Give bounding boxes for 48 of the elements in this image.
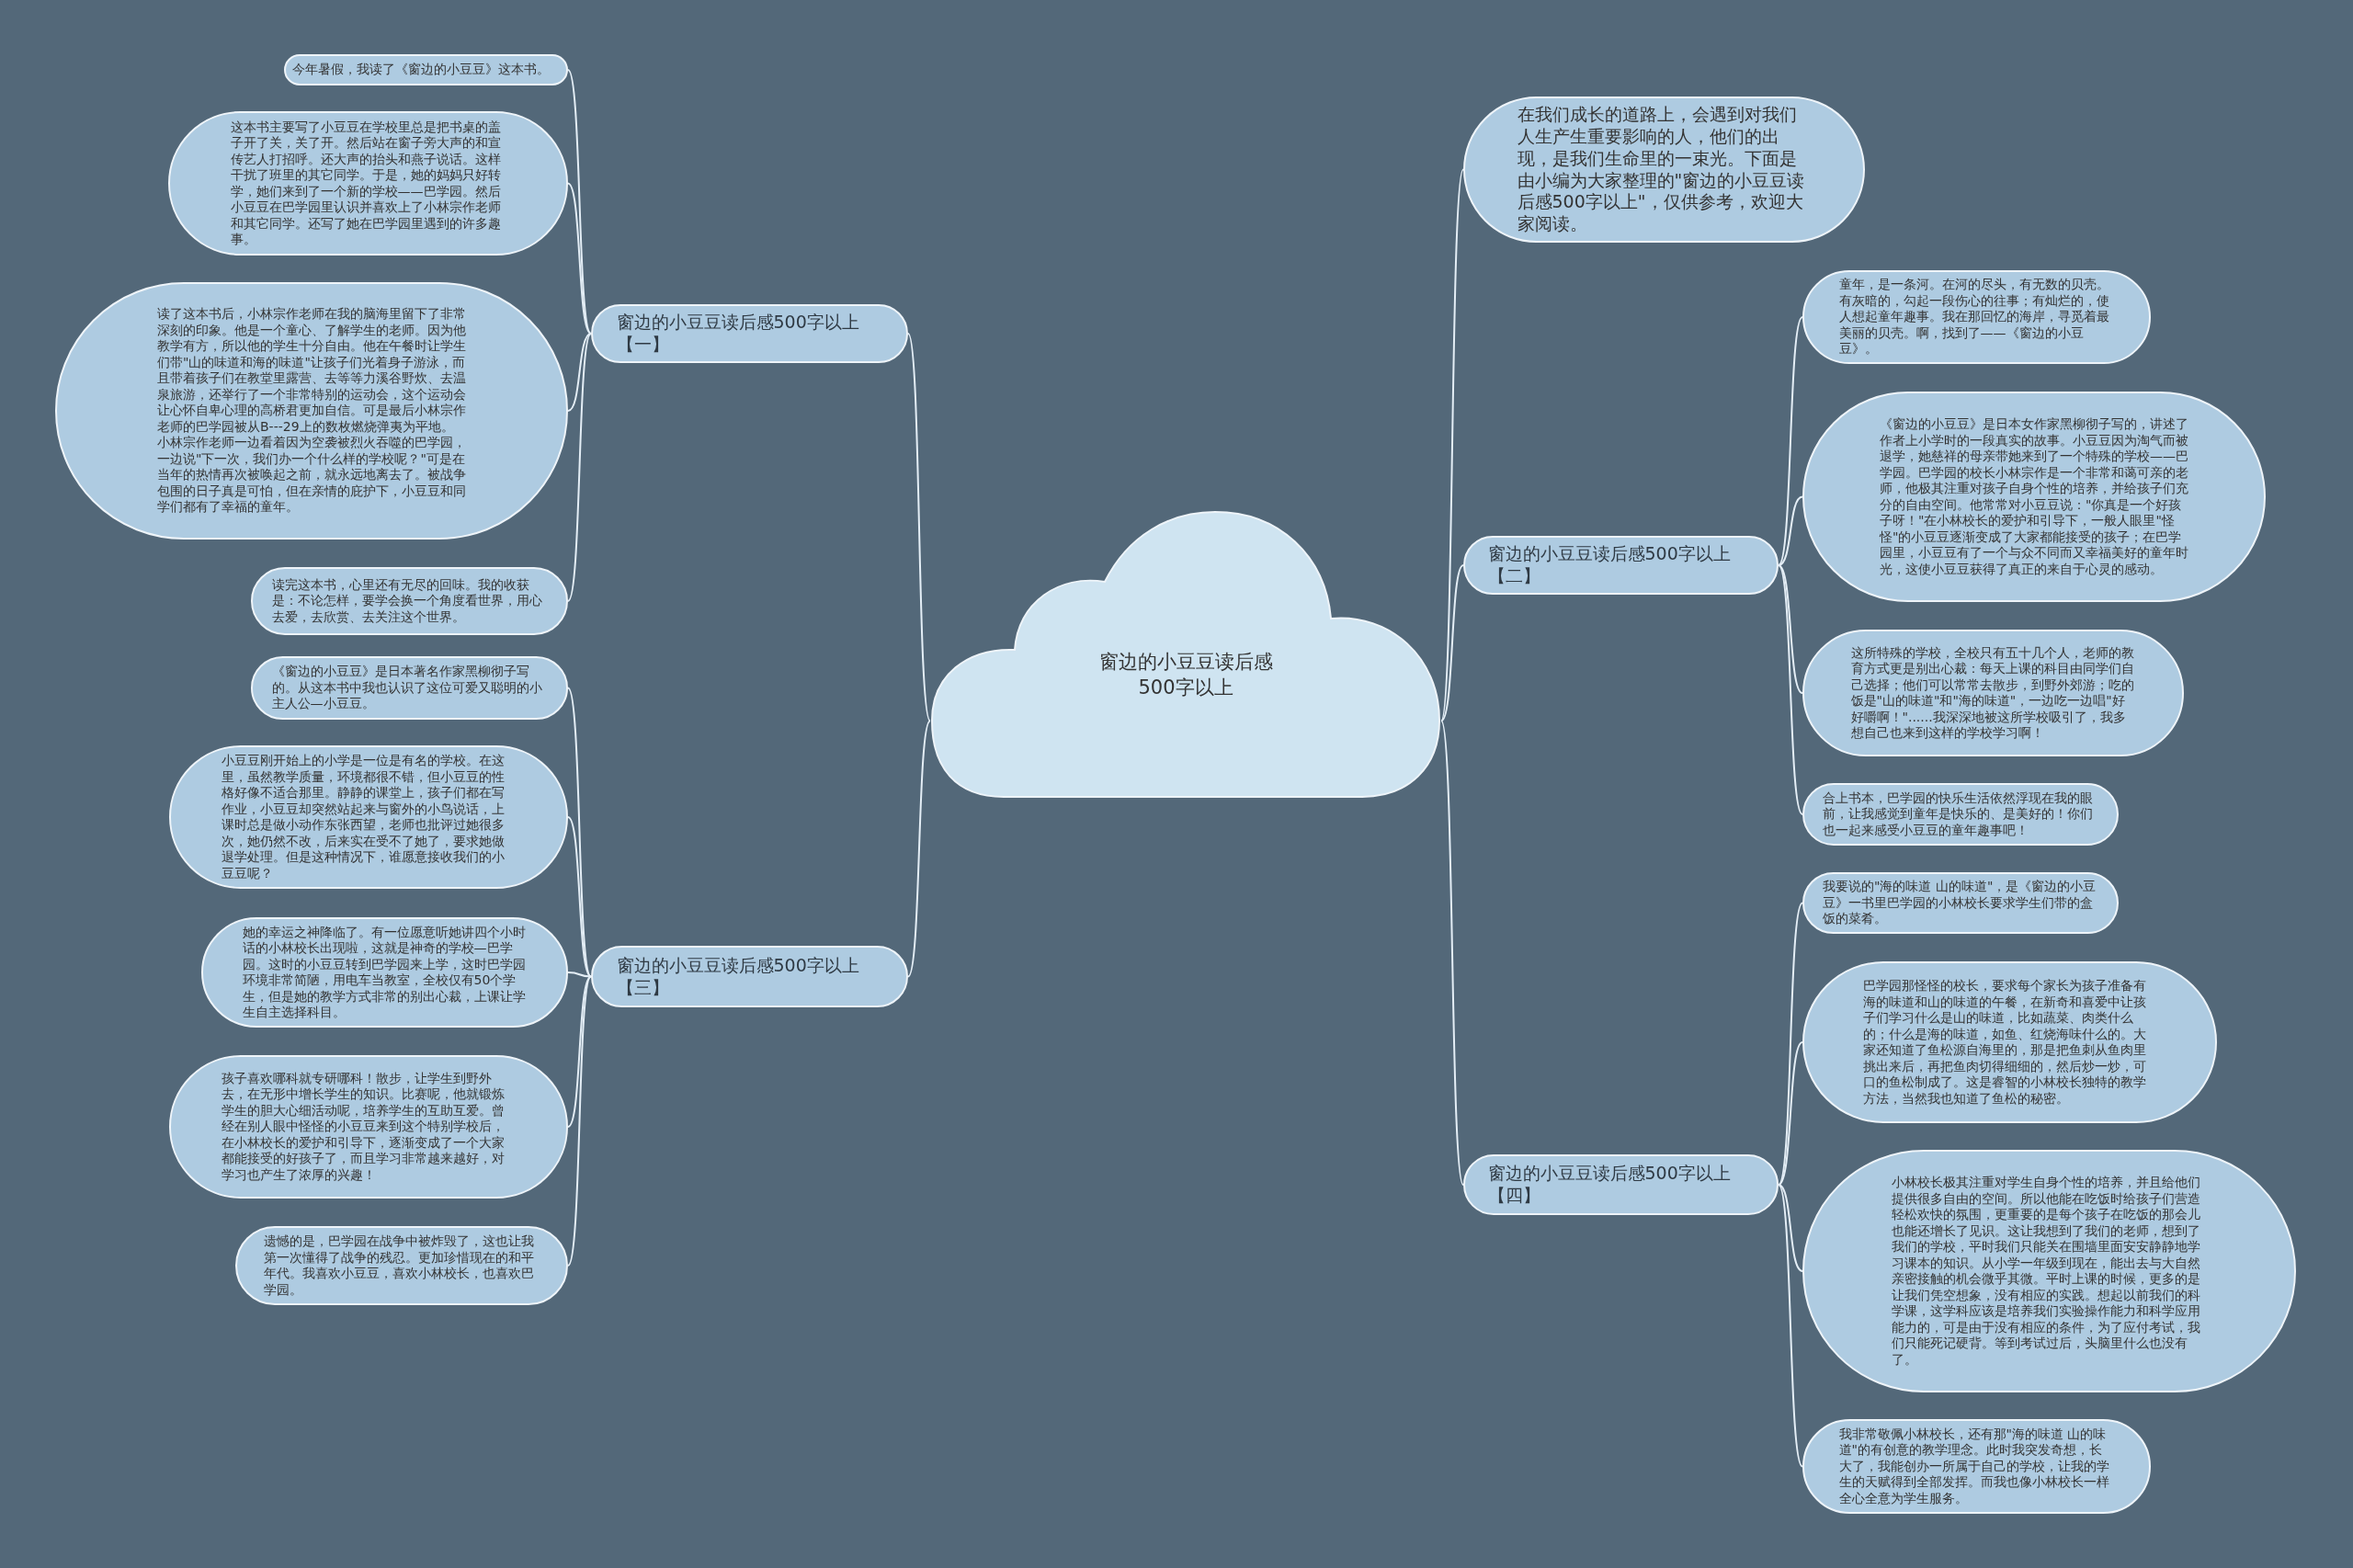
bubble-text: 合上书本，巴学园的快乐生活依然浮现在我的眼前，让我感觉到童年是快乐的、是美好的！你们也一起来感受小豆豆的童年趣事吧！ [1823, 790, 2094, 839]
bubble-text: 在我们成长的道路上，会遇到对我们人生产生重要影响的人，他们的出现，是我们生命里的一束光。下面是由小编为大家整理的"窗边的小豆豆读后感500字以上"，仅供参考，欢迎大家阅读。 [1517, 104, 1806, 235]
topic-title: 窗边的小豆豆读后感500字以上【二】 [1487, 543, 1732, 587]
connector-line [1778, 564, 1803, 694]
bubble-text: 小豆豆刚开始上的小学是一位是有名的学校。在这里，虽然教学质量，环境都很不错，但小豆豆的性格好像不适合那里。静静的课堂上，孩子们都在写作业，小豆豆却突然站起来与窗外的小鸟说话，上课时总是做小动作东张西望，老师也批评过她很多次，她仍然不改，后来实在受不了她了，要求她做退学处理。但是这种情况下，谁愿意接收我们的小豆豆呢？ [222, 753, 506, 881]
bubble-text: 今年暑假，我读了《窗边的小豆豆》这本书。 [291, 62, 551, 78]
topic-title: 窗边的小豆豆读后感500字以上【三】 [616, 954, 860, 999]
connector-line [1778, 1184, 1803, 1468]
connector-line [1778, 1041, 1803, 1186]
connector-line [907, 333, 931, 722]
connector-line [1778, 495, 1803, 566]
connector-line [1440, 720, 1464, 1186]
bubble-text: 这所特殊的学校，全校只有五十几个人，老师的教育方式更是别出心裁：每天上课的科目由同学们自己选择；他们可以常常去散步，到野外郊游；吃的饭是"山的味道"和"海的味道"，一边吃一边唱"好好嚼啊！"......我深深地被这所学校吸引了，我多想自己也来到这样的学校学习啊！ [1850, 644, 2135, 742]
bubble-text: 《窗边的小豆豆》是日本著名作家黑柳彻子写的。从这本书中我也认识了这位可爱又聪明的小主人公—小豆豆。 [271, 664, 543, 712]
connector-line [567, 69, 592, 335]
bubble-text: 遗憾的是，巴学园在战争中被炸毁了，这也让我第一次懂得了战争的残忍。更加珍惜现在的和平年代。我喜欢小豆豆，喜欢小林校长，也喜欢巴学园。 [264, 1233, 535, 1298]
bubble-text: 孩子喜欢哪科就专研哪科！散步，让学生到野外去，在无形中增长学生的知识。比赛呢，他就锻炼学生的胆大心细活动呢，培养学生的互助互爱。曾经在别人眼中怪怪的小豆豆来到这个特别学校后，在小林校长的爱护和引导下，逐渐变成了一个大家都能接受的好孩子了，而且学习非常越来越好，对学习也产生了浓厚的兴趣！ [222, 1070, 506, 1184]
bubble-text: 读完这本书，心里还有无尽的回味。我的收获是：不论怎样，要学会换一个角度看世界，用心去爱，去欣赏、去关注这个世界。 [271, 576, 543, 626]
connector-line [567, 816, 592, 978]
bubble-text: 我要说的"海的味道 山的味道"，是《窗边的小豆豆》一书里巴学园的小林校长要求学生们带的盒饭的菜肴。 [1823, 879, 2097, 927]
connector-line [1778, 902, 1803, 1186]
connector-line [1778, 564, 1803, 815]
bubble-text: 巴学园那怪怪的校长，要求每个家长为孩子准备有海的味道和山的味道的午餐，在新奇和喜爱中让孩子们学习什么是山的味道，比如蔬菜、肉类什么的；什么是海的味道，如鱼、红烧海味什么的。大家还知道了鱼松源自海里的，那是把鱼刺从鱼肉里挑出来后，再把鱼肉切得细细的，然后炒一炒，可口的鱼松制成了。这是睿智的小林校长独特的教学方法，当然我也知道了鱼松的秘密。 [1862, 978, 2147, 1107]
topic-bubble [591, 304, 908, 363]
central-topic-cloud [930, 510, 1441, 799]
connector-line [567, 182, 592, 335]
topic-title: 窗边的小豆豆读后感500字以上 [1098, 649, 1273, 701]
connector-line [567, 971, 592, 978]
topic-bubble [1463, 1154, 1779, 1215]
connector-line [567, 333, 592, 412]
topic-title: 窗边的小豆豆读后感500字以上【四】 [1487, 1163, 1732, 1207]
bubble-text: 她的幸运之神降临了。有一位愿意听她讲四个小时话的小林校长出现啦，这就是神奇的学校—巴学园。这时的小豆豆转到巴学园来上学，这时巴学园环境非常简陋，用电车当教室，全校仅有50个学生，但是她的教学方式非常的别出心裁，上课让学生自主选择科目。 [242, 924, 527, 1021]
connector-line [907, 720, 931, 978]
text-bubble [284, 54, 568, 85]
bubble-text: 小林校长极其注重对学生自身个性的培养，并且给他们提供很多自由的空间。所以他能在吃饭时给孩子们营造轻松欢快的氛围，更重要的是每个孩子在吃饭的那会儿也能还增长了见识。这让我想到了我们的老师，想到了我们的学校，平时我们只能关在围墙里面安安静静地学习课本的知识。从小学一年级到现在，能出去与大自然亲密接触的机会微乎其微。平时上课的时候，更多的是让我们凭空想象，没有相应的实践。想起以前我们的科学课，这学科应该是培养我们实验操作能力和科学应用能力的，可是由于没有相应的条件，为了应付考试，我们只能死记硬背。等到考试过后，头脑里什么也没有了。 [1891, 1175, 2201, 1368]
bubble-text: 《窗边的小豆豆》是日本女作家黑柳彻子写的，讲述了作者上小学时的一段真实的故事。小豆豆因为淘气而被退学，她慈祥的母亲带她来到了一个特殊的学校——巴学园。巴学园的校长小林宗作是一个非常和蔼可亲的老师，他极其注重对孩子自身个性的培养，并给孩子们充分的自由空间。他常常对小豆豆说："你真是一个好孩子呀！"在小林校长的爱护和引导下，一般人眼里"怪怪"的小豆豆逐渐变成了大家都能接受的孩子；在巴学园里，小豆豆有了一个与众不同而又幸福美好的童年时光，这使小豆豆获得了真正的来自于心灵的感动。 [1880, 416, 2188, 577]
connector-line [567, 975, 592, 1128]
connector-line [1778, 316, 1803, 566]
connector-line [1778, 1184, 1803, 1272]
bubble-text: 童年，是一条河。在河的尽头，有无数的贝壳。有灰暗的，勾起一段伤心的往事；有灿烂的，使人想起童年趣事。我在那回忆的海岸，寻觅着最美丽的贝壳。啊，找到了——《窗边的小豆豆》。 [1838, 277, 2110, 358]
connector-line [567, 975, 592, 1267]
bubble-text: 读了这本书后，小林宗作老师在我的脑海里留下了非常深刻的印象。他是一个童心、了解学生的老师。因为他教学有方，所以他的学生十分自由。他在午餐时让学生们带"山的味道和海的味道"让孩子们光着身子游泳，而且带着孩子们在教堂里露营、去等等力溪谷野炊、去温泉旅游，还举行了一个非常特别的运动会，这个运动会让心怀自卑心理的高桥君更加自信。可是最后小林宗作老师的巴学园被从B---29上的数枚燃烧弹夷为平地。小林宗作老师一边看着因为空袭被烈火吞噬的巴学园，一边说"下一次，我们办一个什么样的学校呢？"可是在当年的热情再次被唤起之前，就永远地离去了。被战争包围的日子真是可怕，但在亲情的庇护下，小豆豆和同学们都有了幸福的童年。 [157, 306, 466, 516]
connector-line [1440, 564, 1464, 722]
topic-bubble [1463, 536, 1779, 595]
bubble-text: 这本书主要写了小豆豆在学校里总是把书桌的盖子开了关，关了开。然后站在窗子旁大声的和宣传艺人打招呼。还大声的抬头和燕子说话。这样干扰了班里的其它同学。于是，她的妈妈只好转学，她们来到了一个新的学校——巴学园。然后小豆豆在巴学园里认识并喜欢上了小林宗作老师和其它同学。还写了她在巴学园里遇到的许多趣事。 [230, 119, 502, 248]
connector-line [567, 333, 592, 602]
bubble-text: 我非常敬佩小林校长，还有那"海的味道 山的味道"的有创意的教学理念。此时我突发奇想，长大了，我能创办一所属于自己的学校，让我的学生的天赋得到全部发挥。而我也像小林校长一样全心全意为学生服务。 [1838, 1426, 2110, 1507]
topic-title: 窗边的小豆豆读后感500字以上【一】 [616, 312, 860, 356]
